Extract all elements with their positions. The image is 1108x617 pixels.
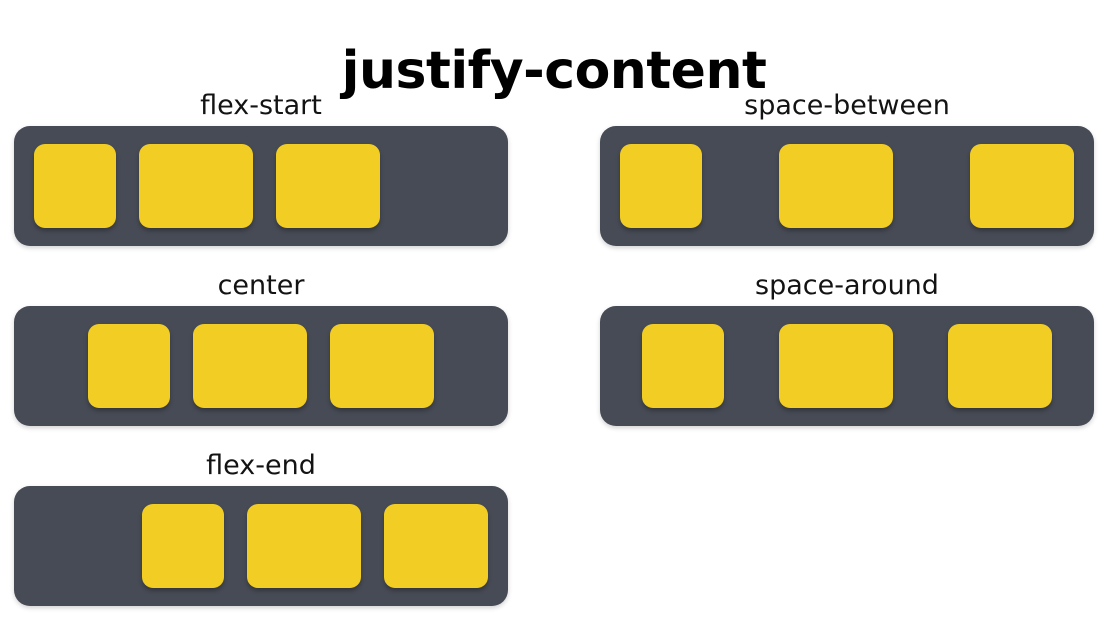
page-title: justify-content (341, 40, 767, 101)
flex-item (247, 504, 361, 588)
flex-item (970, 144, 1074, 228)
demo-space-between: space-between (600, 92, 1094, 246)
flex-item (142, 504, 224, 588)
flex-item (778, 324, 893, 408)
demo-label-center: center (217, 270, 305, 301)
demo-space-around: space-around (600, 272, 1094, 426)
flex-container-flex-end (14, 486, 508, 606)
flex-item (34, 144, 116, 228)
flex-item (276, 144, 380, 228)
demo-label-flex-end: flex-end (206, 450, 316, 481)
flex-container-center (14, 306, 508, 426)
flex-item (139, 144, 253, 228)
flex-container-space-around (600, 306, 1094, 426)
flex-item (330, 324, 434, 408)
flex-item (948, 324, 1053, 408)
flex-item (384, 504, 488, 588)
flex-item (88, 324, 170, 408)
flex-item (620, 144, 702, 228)
demo-label-space-between: space-between (744, 90, 950, 121)
demo-flex-end: flex-end (14, 452, 508, 606)
demo-center: center (14, 272, 508, 426)
demo-label-space-around: space-around (755, 270, 939, 301)
flex-container-space-between (600, 126, 1094, 246)
flex-item (641, 324, 724, 408)
demo-flex-start: flex-start (14, 92, 508, 246)
flex-container-flex-start (14, 126, 508, 246)
flex-item (193, 324, 307, 408)
demo-label-flex-start: flex-start (200, 90, 322, 121)
flex-item (779, 144, 893, 228)
